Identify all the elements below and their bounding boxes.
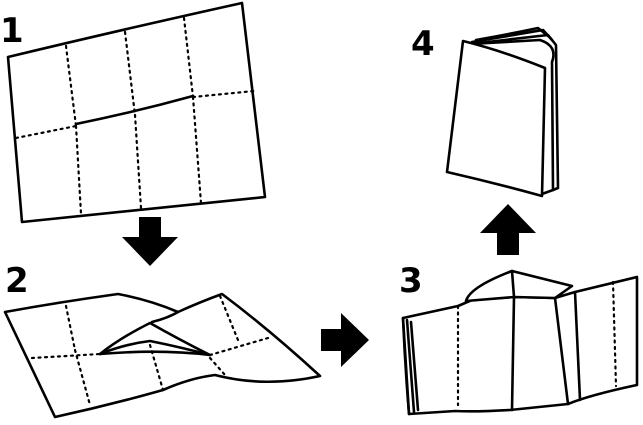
fold-line-v2-top [123,30,137,117]
fold-line-v2-bottom [133,113,143,210]
strip-fold-lines [456,280,618,407]
fold-line-h-left [14,124,78,140]
strip-crease-right-2 [573,290,582,402]
strip-front-edge-3 [409,320,420,412]
folded-sheet-outline [3,292,322,419]
step-4-booklet [445,26,560,198]
strip-fold-2 [611,280,618,388]
sheet-fold-lines [14,16,256,216]
opening-inner-fold [98,339,212,357]
folded-sheet-fold-lines [30,294,270,407]
fold-line-7 [208,356,227,377]
booklet-page-edge-3 [474,26,550,42]
fold-line-3 [30,352,102,360]
top-crease [150,310,180,324]
fold-line-6 [218,294,240,342]
step-3-number: 3 [399,261,423,301]
arrow-right-icon [321,313,369,367]
strip-front-edge-1 [401,316,411,416]
booklet-cover [445,39,547,198]
strip-front-edge-2 [405,318,416,414]
arrow-down-icon [122,217,178,266]
fold-line-5 [148,343,165,392]
strip-open-top [464,269,574,303]
arrow-up-icon [480,204,536,255]
booklet-page-edge-1 [468,33,560,192]
step-3-pleated-strip [401,269,639,416]
fold-line-v1-top [64,44,78,128]
step-4-number: 4 [411,24,435,64]
step-1-number: 1 [0,11,24,51]
strip-crease-center [510,295,516,412]
fold-line-v3-top [182,16,195,99]
step-2-folded-sheet [3,292,322,419]
strip-top-crease [510,269,516,299]
center-slit [74,94,195,126]
step-2-number: 2 [5,261,29,301]
fold-line-v1-bottom [74,124,83,216]
fold-line-v3-bottom [191,95,203,205]
step-1-flat-sheet [6,1,267,224]
fold-line-2 [73,348,92,407]
sheet-outline [6,1,267,224]
fold-line-1 [64,304,77,352]
strip-crease-right [553,296,570,406]
fold-line-h-right [191,89,256,99]
